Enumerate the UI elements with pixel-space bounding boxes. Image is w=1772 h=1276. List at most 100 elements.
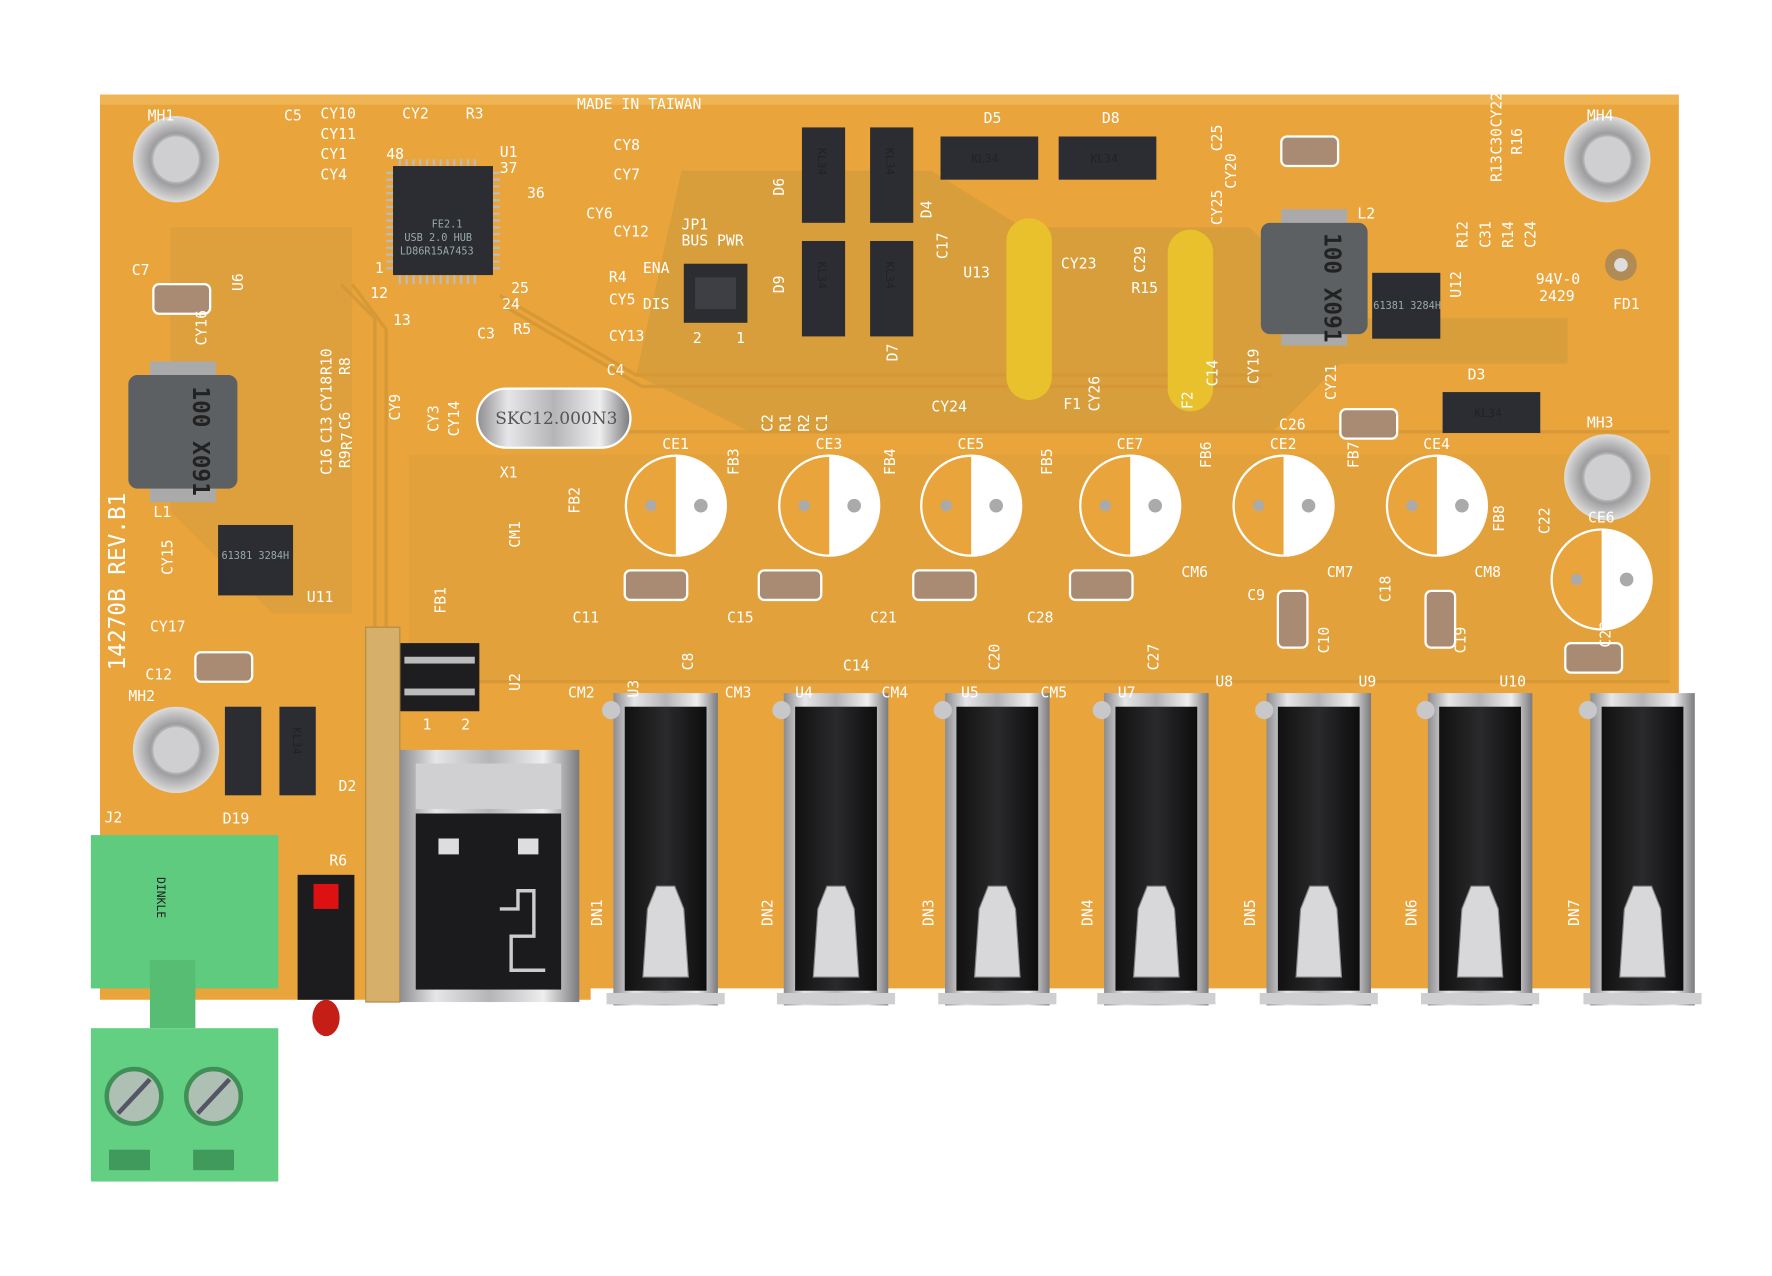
usb-port-dn3[interactable]: [933, 693, 1057, 1006]
label-d8: D8: [1102, 110, 1120, 127]
yellow-capacitors: [1006, 218, 1214, 412]
diode-marking: KL34: [815, 148, 829, 175]
usb-port-dn4[interactable]: [1092, 693, 1216, 1006]
label-jp-pin2: 2: [693, 330, 702, 347]
label-header-pin1: 1: [423, 716, 432, 733]
diode-marking: KL34: [883, 261, 897, 288]
made-in-label: MADE IN TAIWAN: [577, 96, 701, 113]
jumper-jp1[interactable]: [683, 263, 748, 323]
label-cy4: CY4: [320, 167, 347, 184]
label-c28: C28: [1027, 610, 1054, 627]
label-cy21: CY21: [1323, 364, 1340, 400]
label-ena: ENA: [643, 260, 670, 277]
label-cy8: CY8: [613, 137, 640, 154]
label-fb4: FB4: [882, 448, 899, 475]
usb-port-dn6[interactable]: [1416, 693, 1540, 1006]
label-c19: C19: [1452, 627, 1469, 654]
label-cy13: CY13: [609, 328, 645, 345]
label-f1: F1: [1063, 396, 1081, 413]
label-cy16: CY16: [194, 310, 211, 346]
label-cy18: CY18: [319, 376, 336, 412]
crystal-x1: SKC12.000N3: [475, 387, 632, 449]
label-pin24: 24: [502, 296, 520, 313]
label-cy23: CY23: [1061, 255, 1097, 272]
label-l2: L2: [1357, 205, 1375, 222]
usb-upstream-connector[interactable]: [399, 749, 580, 1003]
label-c7: C7: [132, 262, 150, 279]
label-ce2: CE2: [1270, 436, 1297, 453]
label-cy22: CY22: [1489, 92, 1506, 128]
inductor-marking: 100 X091: [187, 386, 213, 495]
label-cy25: CY25: [1209, 190, 1226, 226]
power-led: [297, 874, 355, 1037]
label-cm8: CM8: [1474, 564, 1501, 581]
label-c21: C21: [870, 610, 897, 627]
ceramic-capacitors: [152, 135, 1624, 683]
label-r5: R5: [513, 321, 531, 338]
diode-marking: KL34: [883, 148, 897, 175]
label-cy14: CY14: [446, 401, 463, 437]
chip-marking-1: FE2.1: [432, 219, 463, 230]
label-c11: C11: [572, 610, 599, 627]
pin-header: [399, 643, 480, 712]
usb-port-dn5[interactable]: [1255, 693, 1378, 1006]
label-dn1: DN1: [589, 899, 606, 926]
capacitor-ce6: [1550, 528, 1653, 631]
label-r3: R3: [466, 105, 484, 122]
label-c17: C17: [934, 233, 951, 260]
label-u13: U13: [963, 264, 990, 281]
label-u7: U7: [1118, 685, 1136, 702]
label-cy5: CY5: [609, 292, 636, 309]
label-u4: U4: [795, 685, 813, 702]
usb-port-dn1[interactable]: [602, 693, 725, 1006]
diode-marking: KL34: [290, 727, 304, 754]
label-jp-pin1: 1: [736, 330, 745, 347]
label-dn2: DN2: [759, 899, 776, 926]
label-c1: C1: [814, 414, 831, 432]
label-cy10: CY10: [320, 105, 356, 122]
label-c14: C14: [843, 657, 870, 674]
label-pin13: 13: [393, 312, 411, 329]
label-fb1: FB1: [432, 587, 449, 614]
label-c25: C25: [1209, 125, 1226, 152]
label-fb5: FB5: [1039, 448, 1056, 475]
label-cy15: CY15: [160, 539, 177, 575]
capacitor-ce3: [778, 454, 881, 557]
label-pin37: 37: [500, 160, 518, 177]
label-c24: C24: [1523, 221, 1540, 248]
label-bus-pwr: BUS PWR: [682, 233, 744, 250]
label-c16: C16: [319, 448, 336, 475]
label-c27: C27: [1146, 644, 1163, 671]
label-j2: J2: [105, 810, 123, 827]
label-f2: F2: [1180, 391, 1197, 409]
label-cy17: CY17: [150, 619, 186, 636]
label-u2: U2: [507, 673, 524, 691]
downstream-ports: [602, 693, 1702, 1006]
label-r2: R2: [796, 414, 813, 432]
label-c13: C13: [319, 417, 336, 444]
label-dn6: DN6: [1403, 899, 1420, 926]
terminal-brand: DINKLE: [154, 877, 168, 918]
diode-marking: KL34: [815, 261, 829, 288]
label-x1: X1: [500, 464, 518, 481]
label-fb7: FB7: [1346, 442, 1363, 469]
label-mh1: MH1: [148, 108, 175, 125]
label-cy6: CY6: [586, 205, 613, 222]
capacitor-ce7: [1079, 454, 1182, 557]
label-d3: D3: [1468, 367, 1486, 384]
label-d5: D5: [984, 110, 1002, 127]
label-pin48: 48: [386, 146, 404, 163]
label-cy12: CY12: [613, 223, 649, 240]
label-d4: D4: [918, 200, 935, 218]
label-cy20: CY20: [1223, 153, 1240, 189]
label-pin12: 12: [370, 285, 388, 302]
label-ce5: CE5: [958, 436, 985, 453]
label-c5: C5: [284, 108, 302, 125]
label-c3: C3: [477, 326, 495, 343]
label-fb8: FB8: [1491, 505, 1508, 532]
usb-port-dn7[interactable]: [1578, 693, 1702, 1006]
usb-port-dn2[interactable]: [772, 693, 896, 1006]
